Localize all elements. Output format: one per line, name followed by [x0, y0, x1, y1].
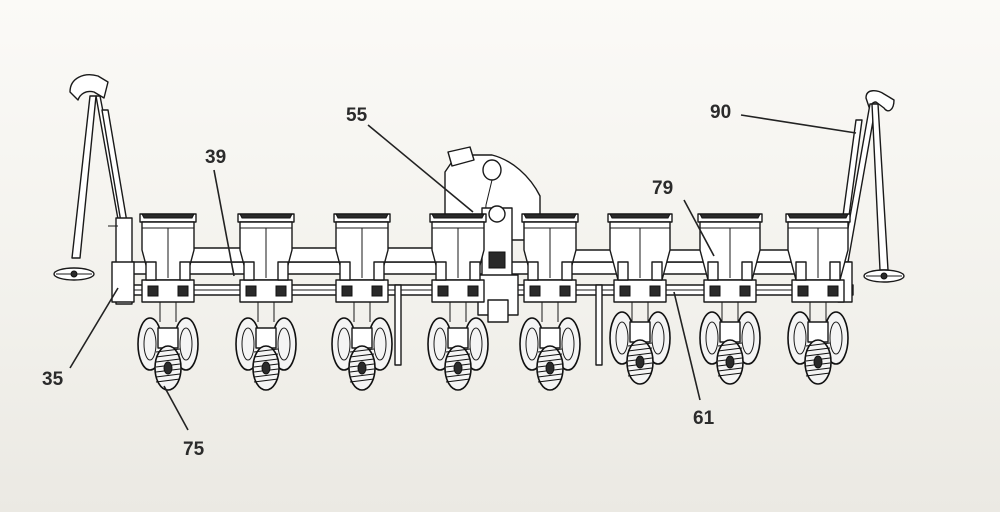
leader-55 [367, 124, 474, 213]
row-unit [785, 213, 851, 385]
row-unit [607, 213, 673, 385]
row-unit [519, 213, 581, 391]
label-39: 39 [205, 147, 226, 168]
row-unit [235, 213, 297, 391]
leader-39 [213, 169, 235, 277]
label-79: 79 [652, 178, 673, 199]
row-bracket [791, 261, 845, 322]
label-61: 61 [693, 408, 715, 429]
leader-75 [163, 385, 189, 431]
right-marker-arm [837, 90, 905, 303]
row-units [137, 213, 851, 391]
label-35: 35 [42, 369, 64, 390]
closing-wheel [716, 321, 744, 385]
closing-wheel [804, 321, 832, 385]
row-unit [137, 213, 199, 391]
leader-lines [69, 114, 857, 431]
row-unit [697, 213, 763, 385]
leader-90 [740, 114, 857, 134]
closing-wheel [348, 327, 376, 391]
closing-wheel [626, 321, 654, 385]
row-bracket [703, 261, 757, 322]
leader-79 [683, 199, 715, 257]
closing-wheel [154, 327, 182, 391]
label-55: 55 [346, 105, 368, 126]
row-bracket [239, 261, 293, 322]
row-bracket [141, 261, 195, 322]
label-75: 75 [183, 439, 205, 460]
row-bracket [335, 261, 389, 322]
label-90: 90 [710, 102, 731, 123]
left-marker-arm [53, 74, 135, 305]
closing-wheel [536, 327, 564, 391]
closing-wheel [252, 327, 280, 391]
leader-61 [673, 291, 701, 401]
row-bracket [431, 261, 485, 322]
closing-wheel [444, 327, 472, 391]
linkage-posts [394, 284, 603, 366]
reference-numerals: 39 55 90 79 35 75 61 [42, 102, 731, 460]
row-bracket [613, 261, 667, 322]
leader-35 [69, 287, 119, 369]
row-bracket [523, 261, 577, 322]
row-unit [427, 213, 489, 391]
row-unit [331, 213, 393, 391]
